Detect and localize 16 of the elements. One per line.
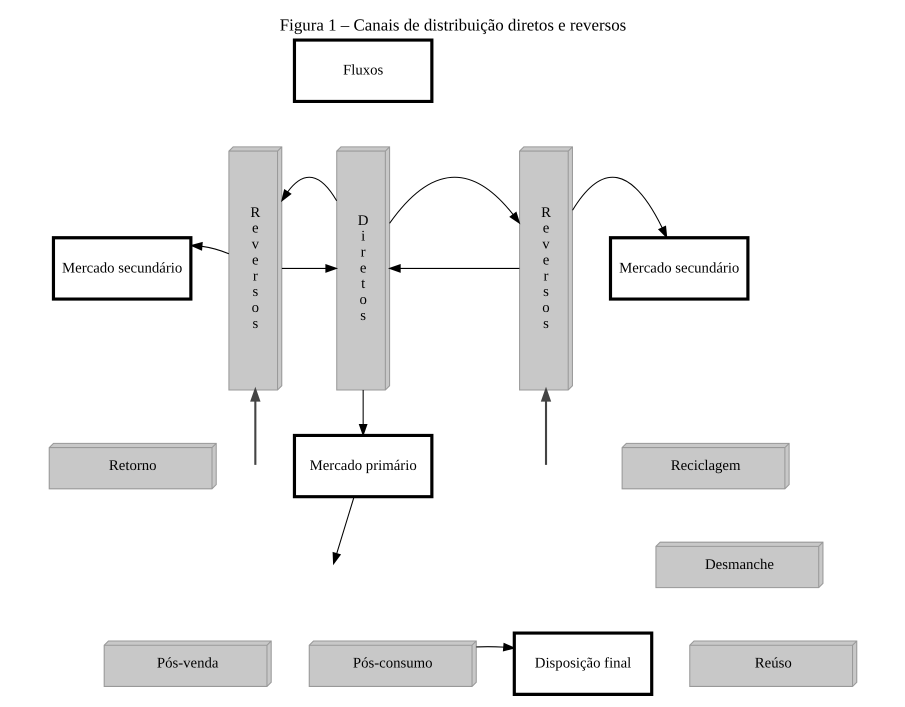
arrow bbox=[387, 264, 519, 273]
arrow bbox=[280, 176, 337, 202]
node-box: Disposição final bbox=[512, 632, 653, 696]
diagram-title: Figura 1 – Canais de distribuição diretos e reversos bbox=[279, 15, 626, 34]
node-box: Fluxos bbox=[292, 38, 433, 103]
arrow bbox=[572, 176, 667, 239]
arrow bbox=[476, 642, 516, 652]
arrow bbox=[540, 386, 551, 465]
node-box: Mercado primário bbox=[292, 434, 433, 498]
node-box: Mercado secundário bbox=[608, 236, 749, 301]
arrow bbox=[388, 176, 520, 224]
arrow bbox=[281, 264, 338, 273]
node-box: Mercado secundário bbox=[51, 236, 192, 301]
arrow bbox=[250, 386, 260, 465]
arrow bbox=[358, 390, 368, 437]
arrow bbox=[189, 242, 229, 254]
